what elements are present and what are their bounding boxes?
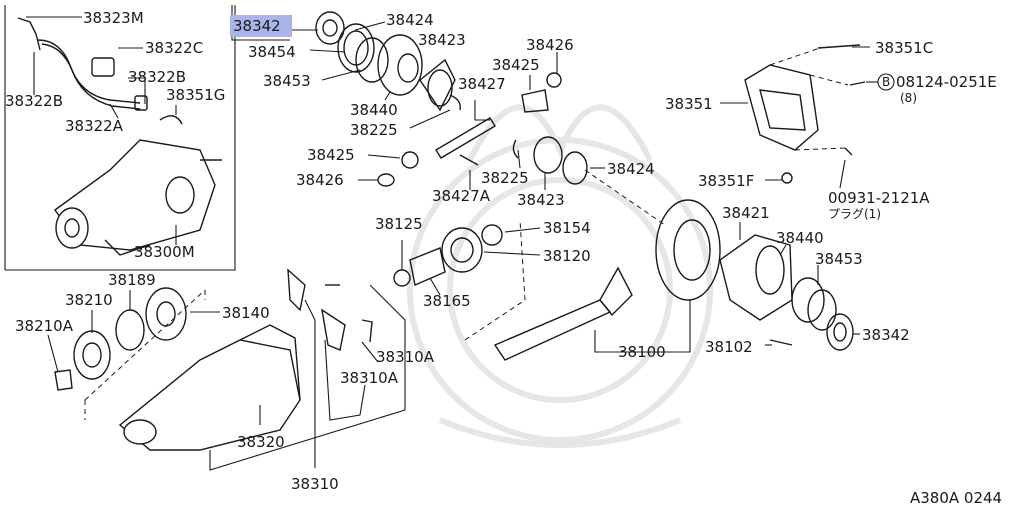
callout-38120[interactable]: 38120 bbox=[543, 247, 591, 265]
callout-08124-prefix: B bbox=[882, 75, 890, 89]
highlight-box bbox=[230, 15, 292, 37]
callout-38427[interactable]: 38427 bbox=[458, 75, 506, 93]
callout-38426-lower[interactable]: 38426 bbox=[296, 171, 344, 189]
callout-38453-lower[interactable]: 38453 bbox=[815, 250, 863, 268]
callout-38427a[interactable]: 38427A bbox=[432, 187, 491, 205]
callout-38454[interactable]: 38454 bbox=[248, 43, 296, 61]
callout-38189[interactable]: 38189 bbox=[108, 271, 156, 289]
inset-frame bbox=[4, 5, 236, 271]
callout-38210[interactable]: 38210 bbox=[65, 291, 113, 309]
drive-pinion bbox=[493, 266, 633, 361]
callout-38322a[interactable]: 38322A bbox=[65, 117, 124, 135]
callout-38342-highlighted[interactable]: 38342 bbox=[233, 17, 281, 35]
companion-flange-group bbox=[54, 287, 187, 391]
callout-38100[interactable]: 38100 bbox=[618, 343, 666, 361]
callout-38310a-lower[interactable]: 38310A bbox=[340, 369, 399, 387]
callout-38310[interactable]: 38310 bbox=[291, 475, 339, 493]
callout-38225-upper[interactable]: 38225 bbox=[350, 121, 398, 139]
callout-38440-lower[interactable]: 38440 bbox=[776, 229, 824, 247]
ring-gear-diff-case bbox=[584, 169, 854, 351]
callout-08124-qty: (8) bbox=[900, 91, 917, 105]
callout-38154[interactable]: 38154 bbox=[543, 219, 591, 237]
callout-38320[interactable]: 38320 bbox=[237, 433, 285, 451]
callout-08124-0251e[interactable]: 08124-0251E bbox=[896, 73, 997, 91]
callout-38210a[interactable]: 38210A bbox=[15, 317, 74, 335]
callout-38300m[interactable]: 38300M bbox=[134, 243, 195, 261]
drawing-code: A380A 0244 bbox=[910, 489, 1002, 507]
mounting-members bbox=[209, 268, 406, 471]
callout-38323m[interactable]: 38323M bbox=[83, 9, 144, 27]
callout-38424-lower[interactable]: 38424 bbox=[607, 160, 655, 178]
rear-cover bbox=[744, 44, 866, 184]
callout-38440-upper[interactable]: 38440 bbox=[350, 101, 398, 119]
side-bearing-stack-upper bbox=[315, 11, 461, 112]
callout-38125[interactable]: 38125 bbox=[375, 215, 423, 233]
inset-carrier-housing bbox=[54, 139, 222, 256]
callout-38351c[interactable]: 38351C bbox=[875, 39, 933, 57]
inset-breather-hose bbox=[17, 17, 183, 125]
callout-38421[interactable]: 38421 bbox=[722, 204, 770, 222]
callout-38140[interactable]: 38140 bbox=[222, 304, 270, 322]
callout-38322c[interactable]: 38322C bbox=[145, 39, 203, 57]
callout-38351g[interactable]: 38351G bbox=[166, 86, 225, 104]
callout-38165[interactable]: 38165 bbox=[423, 292, 471, 310]
callout-00931-2121a[interactable]: 00931-2121A bbox=[828, 189, 930, 207]
callout-38342-lower[interactable]: 38342 bbox=[862, 326, 910, 344]
callout-38453-upper[interactable]: 38453 bbox=[263, 72, 311, 90]
callout-38102[interactable]: 38102 bbox=[705, 338, 753, 356]
callout-38310a-upper[interactable]: 38310A bbox=[376, 348, 435, 366]
callout-00931-note: プラグ(1) bbox=[828, 207, 881, 221]
watermark-emblem bbox=[407, 104, 713, 448]
pinion-mates-and-washers bbox=[377, 72, 588, 187]
callout-38423-lower[interactable]: 38423 bbox=[517, 191, 565, 209]
gear-carrier bbox=[84, 289, 301, 451]
callout-38322b-right[interactable]: 38322B bbox=[128, 68, 186, 86]
callout-38425-lower[interactable]: 38425 bbox=[307, 146, 355, 164]
callout-38225-lower[interactable]: 38225 bbox=[481, 169, 529, 187]
bolt-circle-b bbox=[877, 73, 895, 91]
callout-38351[interactable]: 38351 bbox=[665, 95, 713, 113]
callout-38322b-left[interactable]: 38322B bbox=[5, 92, 63, 110]
callout-labels: 38323M 38322C 38322B 38322B 38351G 38322… bbox=[5, 9, 1002, 507]
callout-38424-upper[interactable]: 38424 bbox=[386, 11, 434, 29]
pinion-mate-shaft bbox=[435, 117, 496, 166]
callout-38423-upper[interactable]: 38423 bbox=[418, 31, 466, 49]
callout-38425-upper[interactable]: 38425 bbox=[492, 56, 540, 74]
leader-lines bbox=[26, 5, 878, 468]
callout-38351f[interactable]: 38351F bbox=[698, 172, 754, 190]
callout-38426-upper[interactable]: 38426 bbox=[526, 36, 574, 54]
